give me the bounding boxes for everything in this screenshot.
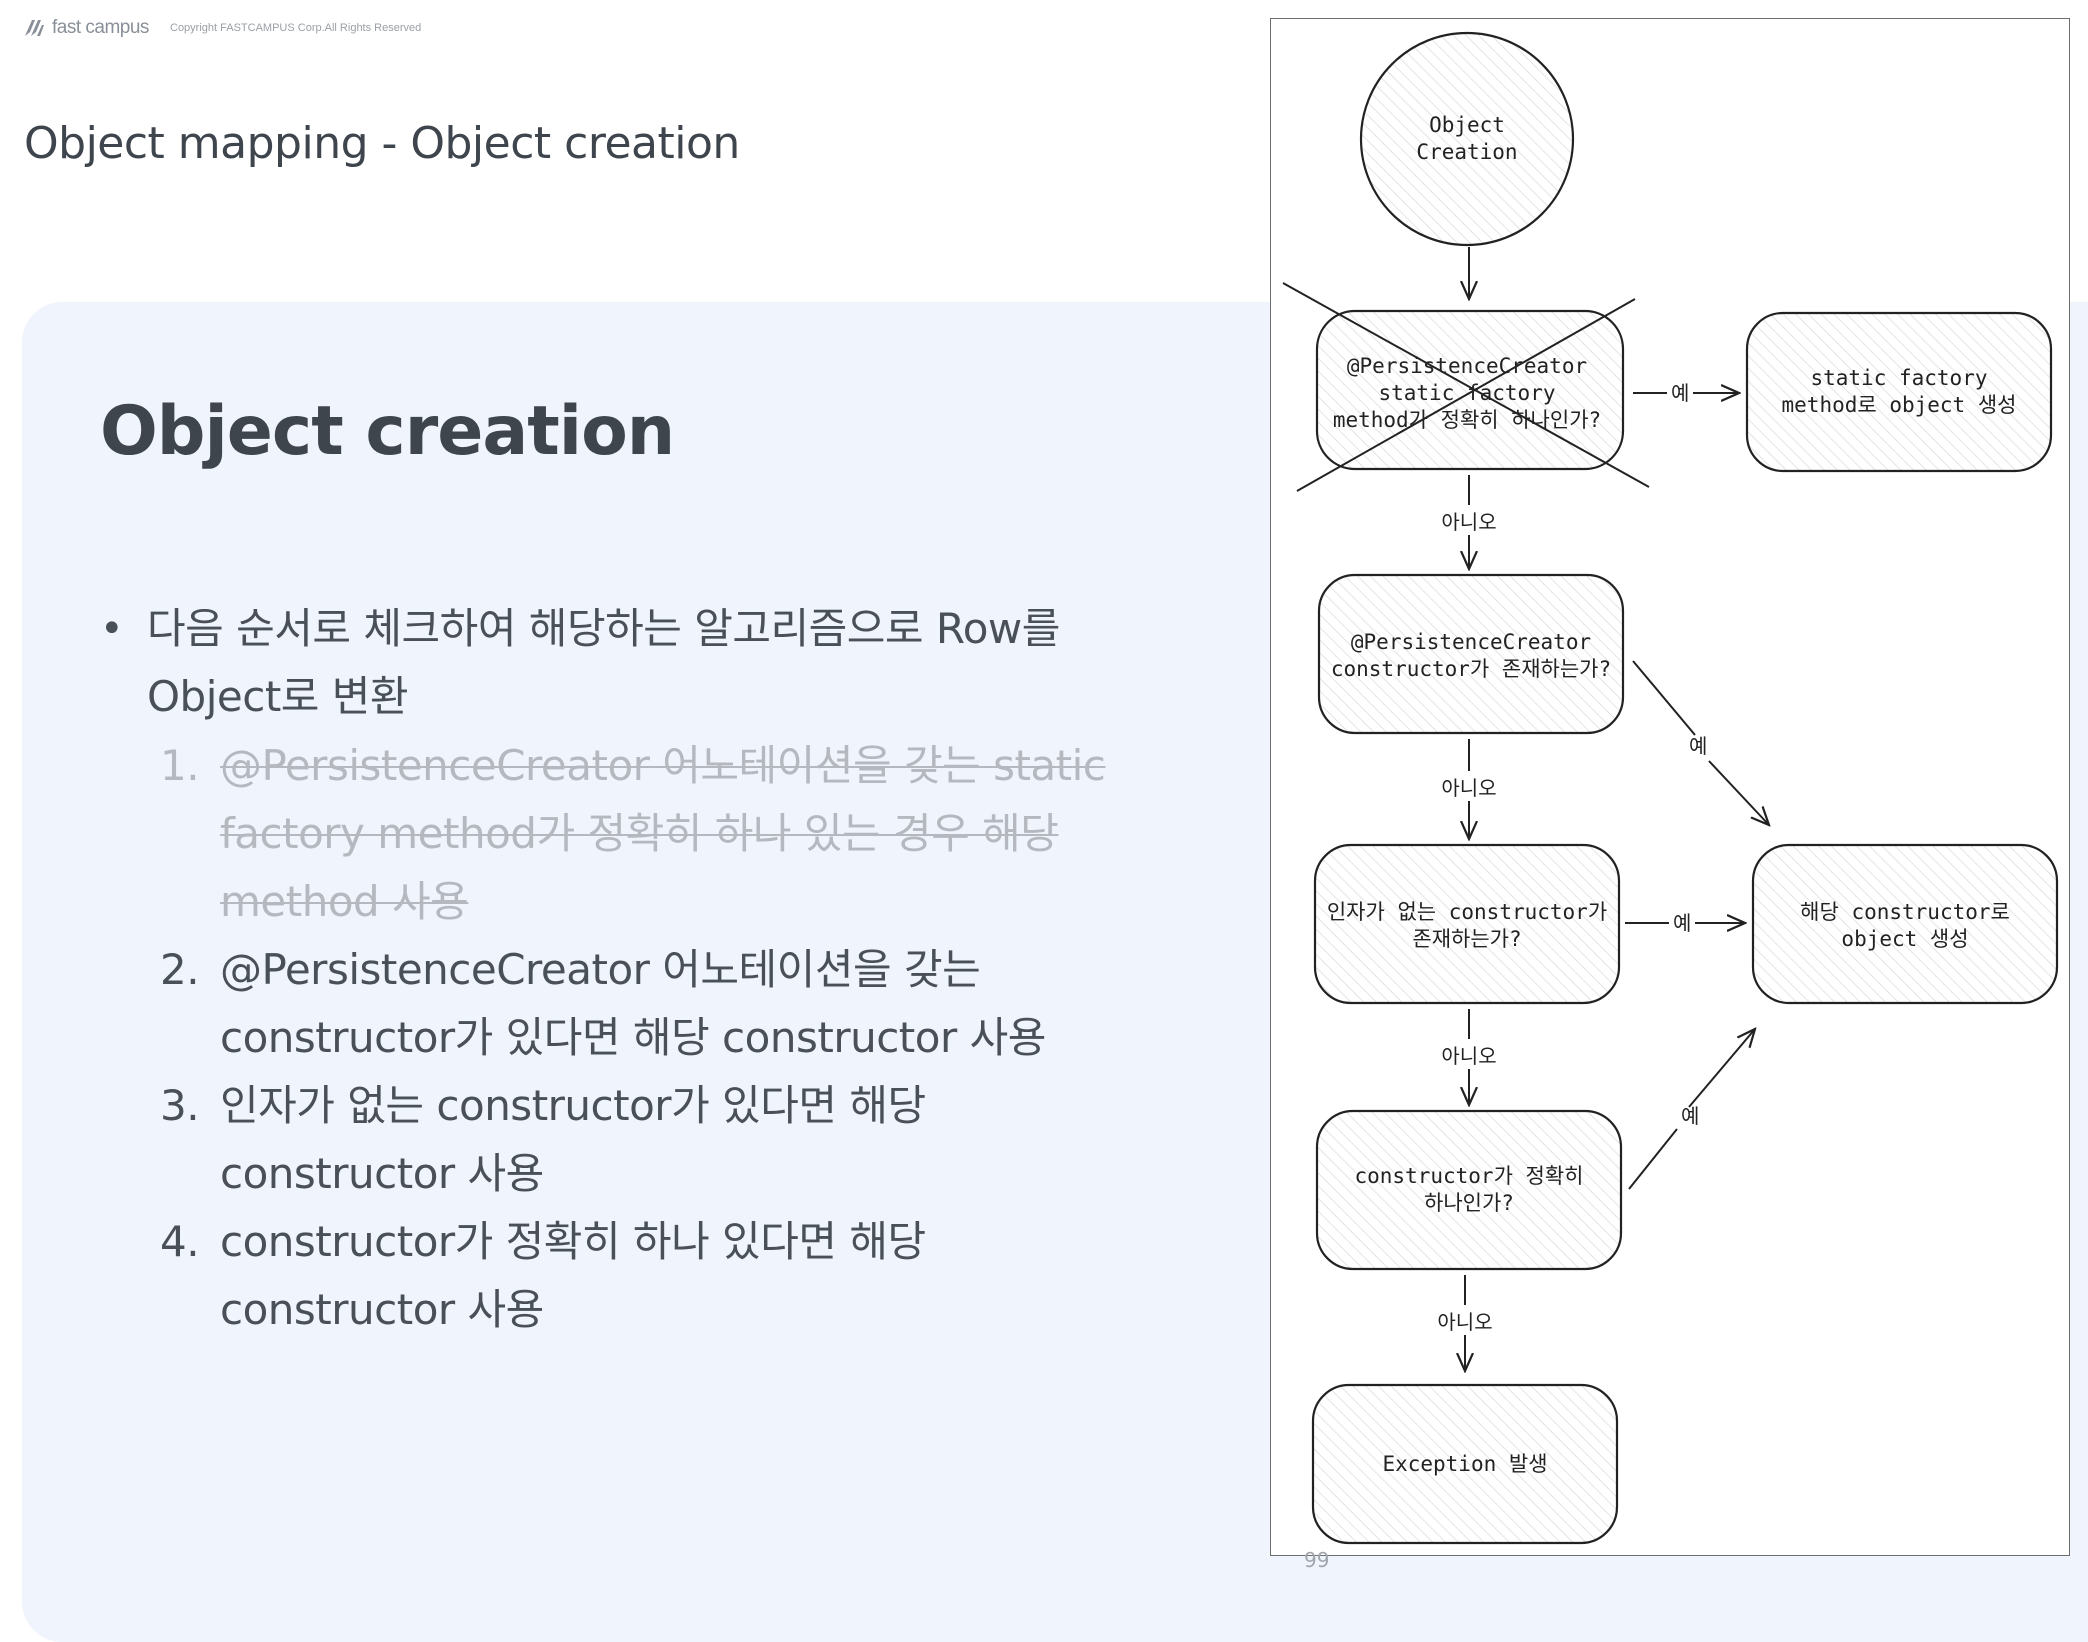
edge-label-yes: 예 [1681, 1104, 1699, 1128]
list-item-text: @PersistenceCreator 어노테이션을 갖는 constructo… [220, 945, 1046, 1062]
bullet-dot: • [100, 606, 124, 652]
end-node-exception: Exception 발생 [1311, 1383, 1619, 1545]
edge-label-no: 아니오 [1441, 1044, 1496, 1068]
decision-node-persistence-constructor: @PersistenceCreator constructor가 존재하는가? [1317, 573, 1625, 735]
list-item-text: @PersistenceCreator 어노테이션을 갖는 static fac… [220, 741, 1106, 926]
list-item-text: constructor가 정확히 하나 있다면 해당 constructor 사… [220, 1217, 926, 1334]
list-item: 4. constructor가 정확히 하나 있다면 해당 constructo… [160, 1208, 1170, 1344]
fastcampus-logo-icon [25, 20, 44, 36]
list-item-text: 인자가 없는 constructor가 있다면 해당 constructor 사… [220, 1081, 926, 1198]
r1-line-2: method로 object 생성 [1782, 393, 2017, 417]
list-item-number: 1. [160, 741, 200, 790]
q4-line-1: constructor가 정확히 [1355, 1164, 1584, 1188]
edge-q4-r2-arrow [1688, 1029, 1755, 1108]
q1-line-1: @PersistenceCreator [1347, 354, 1587, 378]
decision-node-static-factory: @PersistenceCreator static factory metho… [1282, 282, 1650, 492]
fastcampus-logo: fast campus [22, 16, 149, 40]
logo-text: fast campus [52, 17, 149, 38]
list-item-number: 3. [160, 1081, 200, 1130]
edge-q4-r2 [1628, 1128, 1678, 1190]
list-item-number: 2. [160, 945, 200, 994]
edge-label-no: 아니오 [1441, 510, 1496, 534]
edge-label-no: 아니오 [1437, 1310, 1492, 1334]
bullet-item: • 다음 순서로 체크하여 해당하는 알고리즘으로 Row를 Object로 변… [100, 595, 1180, 731]
result-node-constructor: 해당 constructor로 object 생성 [1751, 843, 2059, 1005]
edge-label-yes: 예 [1689, 734, 1707, 758]
numbered-list: 1. @PersistenceCreator 어노테이션을 갖는 static … [160, 732, 1170, 1344]
start-node-line-1: Object [1429, 113, 1505, 137]
end-node-text: Exception 발생 [1382, 1452, 1547, 1476]
decision-node-no-arg-constructor: 인자가 없는 constructor가 존재하는가? [1313, 843, 1621, 1005]
edge-q2-r2 [1632, 660, 1696, 736]
r2-line-1: 해당 constructor로 [1800, 900, 2010, 924]
section-title: Object creation [100, 392, 675, 471]
start-node: Object Creation [1359, 31, 1575, 247]
list-item: 1. @PersistenceCreator 어노테이션을 갖는 static … [160, 732, 1170, 936]
list-item-number: 4. [160, 1217, 200, 1266]
q4-line-2: 하나인가? [1424, 1191, 1514, 1215]
page-title: Object mapping - Object creation [24, 118, 740, 169]
list-item: 2. @PersistenceCreator 어노테이션을 갖는 constru… [160, 936, 1170, 1072]
edge-label-no: 아니오 [1441, 776, 1496, 800]
edge-label-yes: 예 [1671, 381, 1689, 405]
cross-out-line [1296, 298, 1636, 492]
flowchart-svg: Object Creation @PersistenceCreator stat… [1282, 31, 2059, 1545]
list-item: 3. 인자가 없는 constructor가 있다면 해당 constructo… [160, 1072, 1170, 1208]
flowchart-diagram: Object Creation @PersistenceCreator stat… [1270, 18, 2070, 1556]
bullet-text: 다음 순서로 체크하여 해당하는 알고리즘으로 Row를 Object로 변환 [147, 604, 1060, 721]
q2-line-1: @PersistenceCreator [1351, 630, 1591, 654]
start-node-line-2: Creation [1416, 140, 1517, 164]
q1-line-3: method가 정확히 하나인가? [1333, 408, 1601, 432]
page-number: 99 [1304, 1548, 1330, 1572]
copyright-notice: Copyright FASTCAMPUS Corp.All Rights Res… [170, 22, 422, 34]
r2-line-2: object 생성 [1841, 927, 1968, 951]
edge-label-yes: 예 [1673, 911, 1691, 935]
q2-line-2: constructor가 존재하는가? [1331, 657, 1611, 681]
edge-q2-r2-arrow [1708, 760, 1769, 825]
decision-node-single-constructor: constructor가 정확히 하나인가? [1315, 1109, 1623, 1271]
q3-line-2: 존재하는가? [1412, 927, 1521, 951]
result-node-static-factory: static factory method로 object 생성 [1745, 311, 2053, 473]
cross-out-line [1282, 282, 1650, 488]
r1-line-1: static factory [1810, 366, 1987, 390]
q3-line-1: 인자가 없는 constructor가 [1327, 900, 1607, 924]
